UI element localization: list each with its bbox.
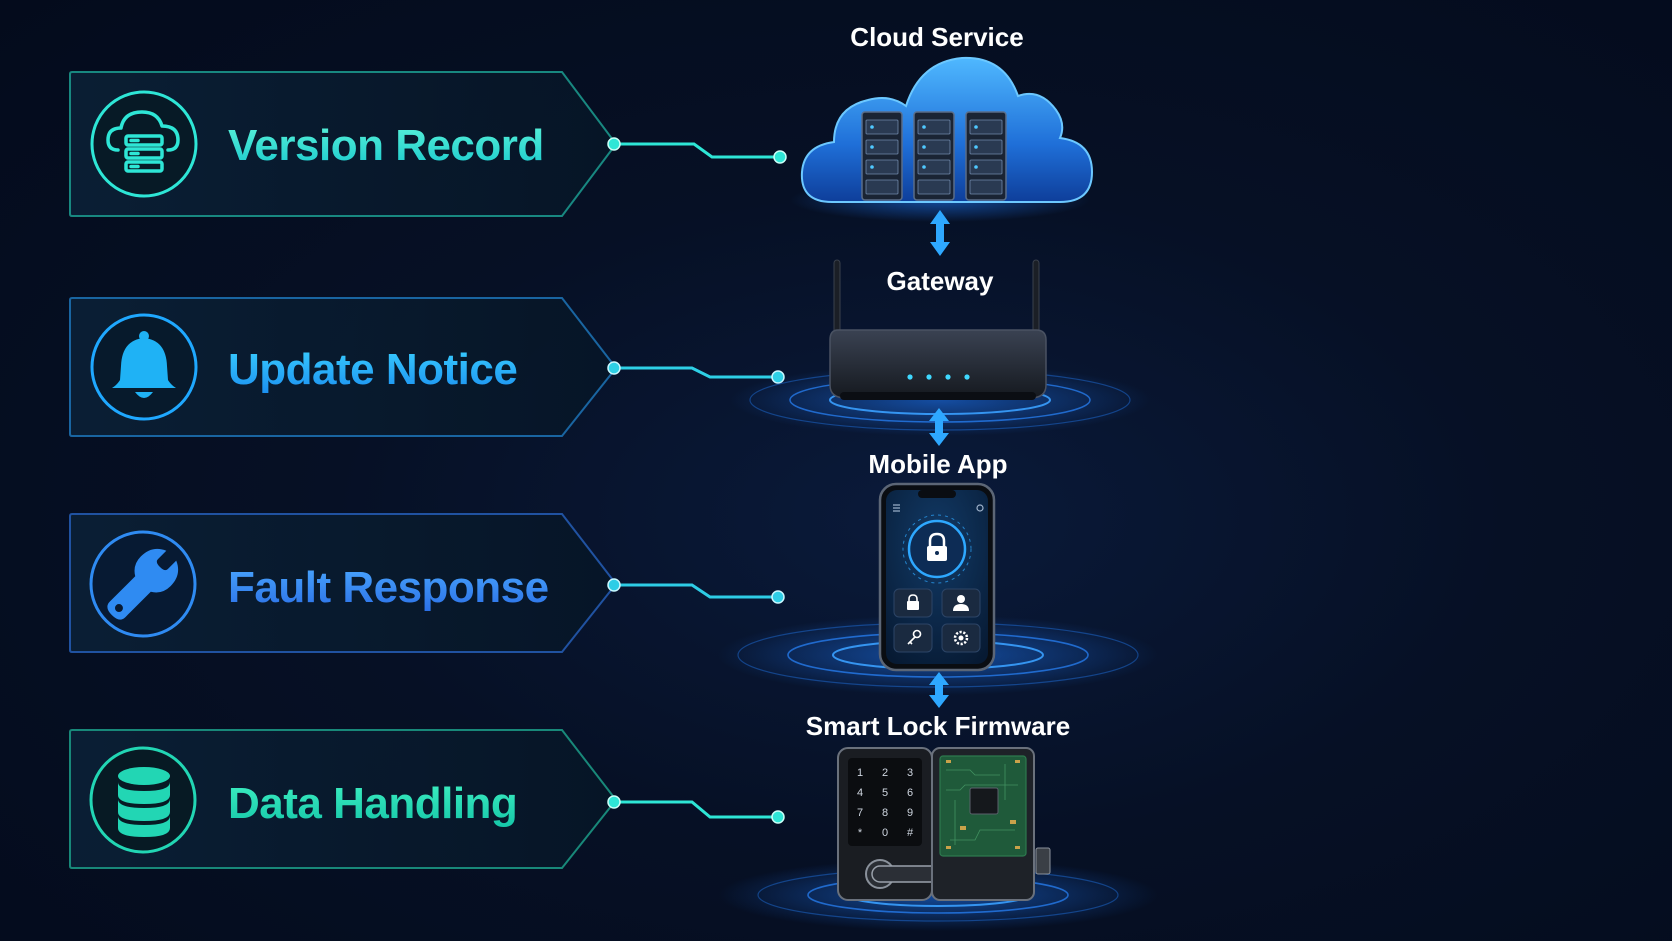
user-icon: [953, 595, 969, 611]
keypad: 1 2 3 4 5 6 7 8 9 * 0 #: [857, 767, 914, 839]
key-icon: [907, 629, 922, 645]
smart-lock-firmware-label: Smart Lock Firmware: [806, 711, 1070, 741]
connector-update-notice: [607, 361, 785, 384]
bidirectional-arrow-icon: [930, 210, 950, 256]
keypad-key: 7: [857, 807, 863, 819]
mobile-app-node[interactable]: [718, 482, 1158, 695]
mobile-app-label: Mobile App: [868, 449, 1007, 479]
chip-icon: [969, 787, 999, 815]
connector-data-handling: [607, 795, 785, 824]
feature-panel-fault-response[interactable]: Fault Response: [69, 513, 618, 653]
keypad-key: 9: [907, 807, 913, 819]
keypad-key: 2: [882, 767, 888, 779]
settings-small-icon: [976, 504, 984, 512]
feature-panel-version-record[interactable]: Version Record: [69, 71, 618, 217]
menu-icon: [893, 504, 900, 512]
keypad-key: *: [858, 827, 863, 839]
database-icon: [118, 767, 170, 837]
feature-label-fault-response: Fault Response: [228, 563, 549, 612]
connector-fault-response: [607, 578, 785, 604]
keypad-key: 4: [857, 787, 863, 799]
bidirectional-arrow-icon: [929, 408, 949, 446]
cloud-service-node[interactable]: [790, 56, 1094, 222]
bidirectional-arrow-icon: [929, 672, 949, 708]
latch-bolt: [1035, 847, 1051, 875]
wrench-icon: [107, 548, 179, 620]
feature-label-update-notice: Update Notice: [228, 345, 517, 394]
keypad-key: 5: [882, 787, 888, 799]
feature-label-version-record: Version Record: [228, 121, 544, 170]
feature-panel-data-handling[interactable]: Data Handling: [69, 729, 618, 869]
keypad-key: 6: [907, 787, 913, 799]
smart-lock-node[interactable]: 1 2 3 4 5 6 7 8 9 * 0 #: [718, 747, 1158, 931]
bell-icon: [112, 331, 176, 398]
cloud-service-label: Cloud Service: [850, 22, 1023, 52]
gear-icon: [953, 630, 969, 646]
keypad-key: 1: [857, 767, 863, 779]
server-rack-icon: [861, 111, 1007, 201]
connector-version-record: [607, 137, 787, 164]
cloud-server-icon: [106, 110, 180, 173]
keypad-key: #: [907, 827, 914, 839]
keypad-key: 8: [882, 807, 888, 819]
lock-small-icon: [907, 594, 919, 610]
feature-panel-update-notice[interactable]: Update Notice: [69, 297, 618, 437]
keypad-key: 0: [882, 827, 888, 839]
gateway-label: Gateway: [887, 266, 994, 296]
gateway-node[interactable]: [730, 259, 1150, 436]
keypad-key: 3: [907, 767, 913, 779]
lock-icon: [927, 532, 947, 561]
feature-label-data-handling: Data Handling: [228, 779, 517, 828]
